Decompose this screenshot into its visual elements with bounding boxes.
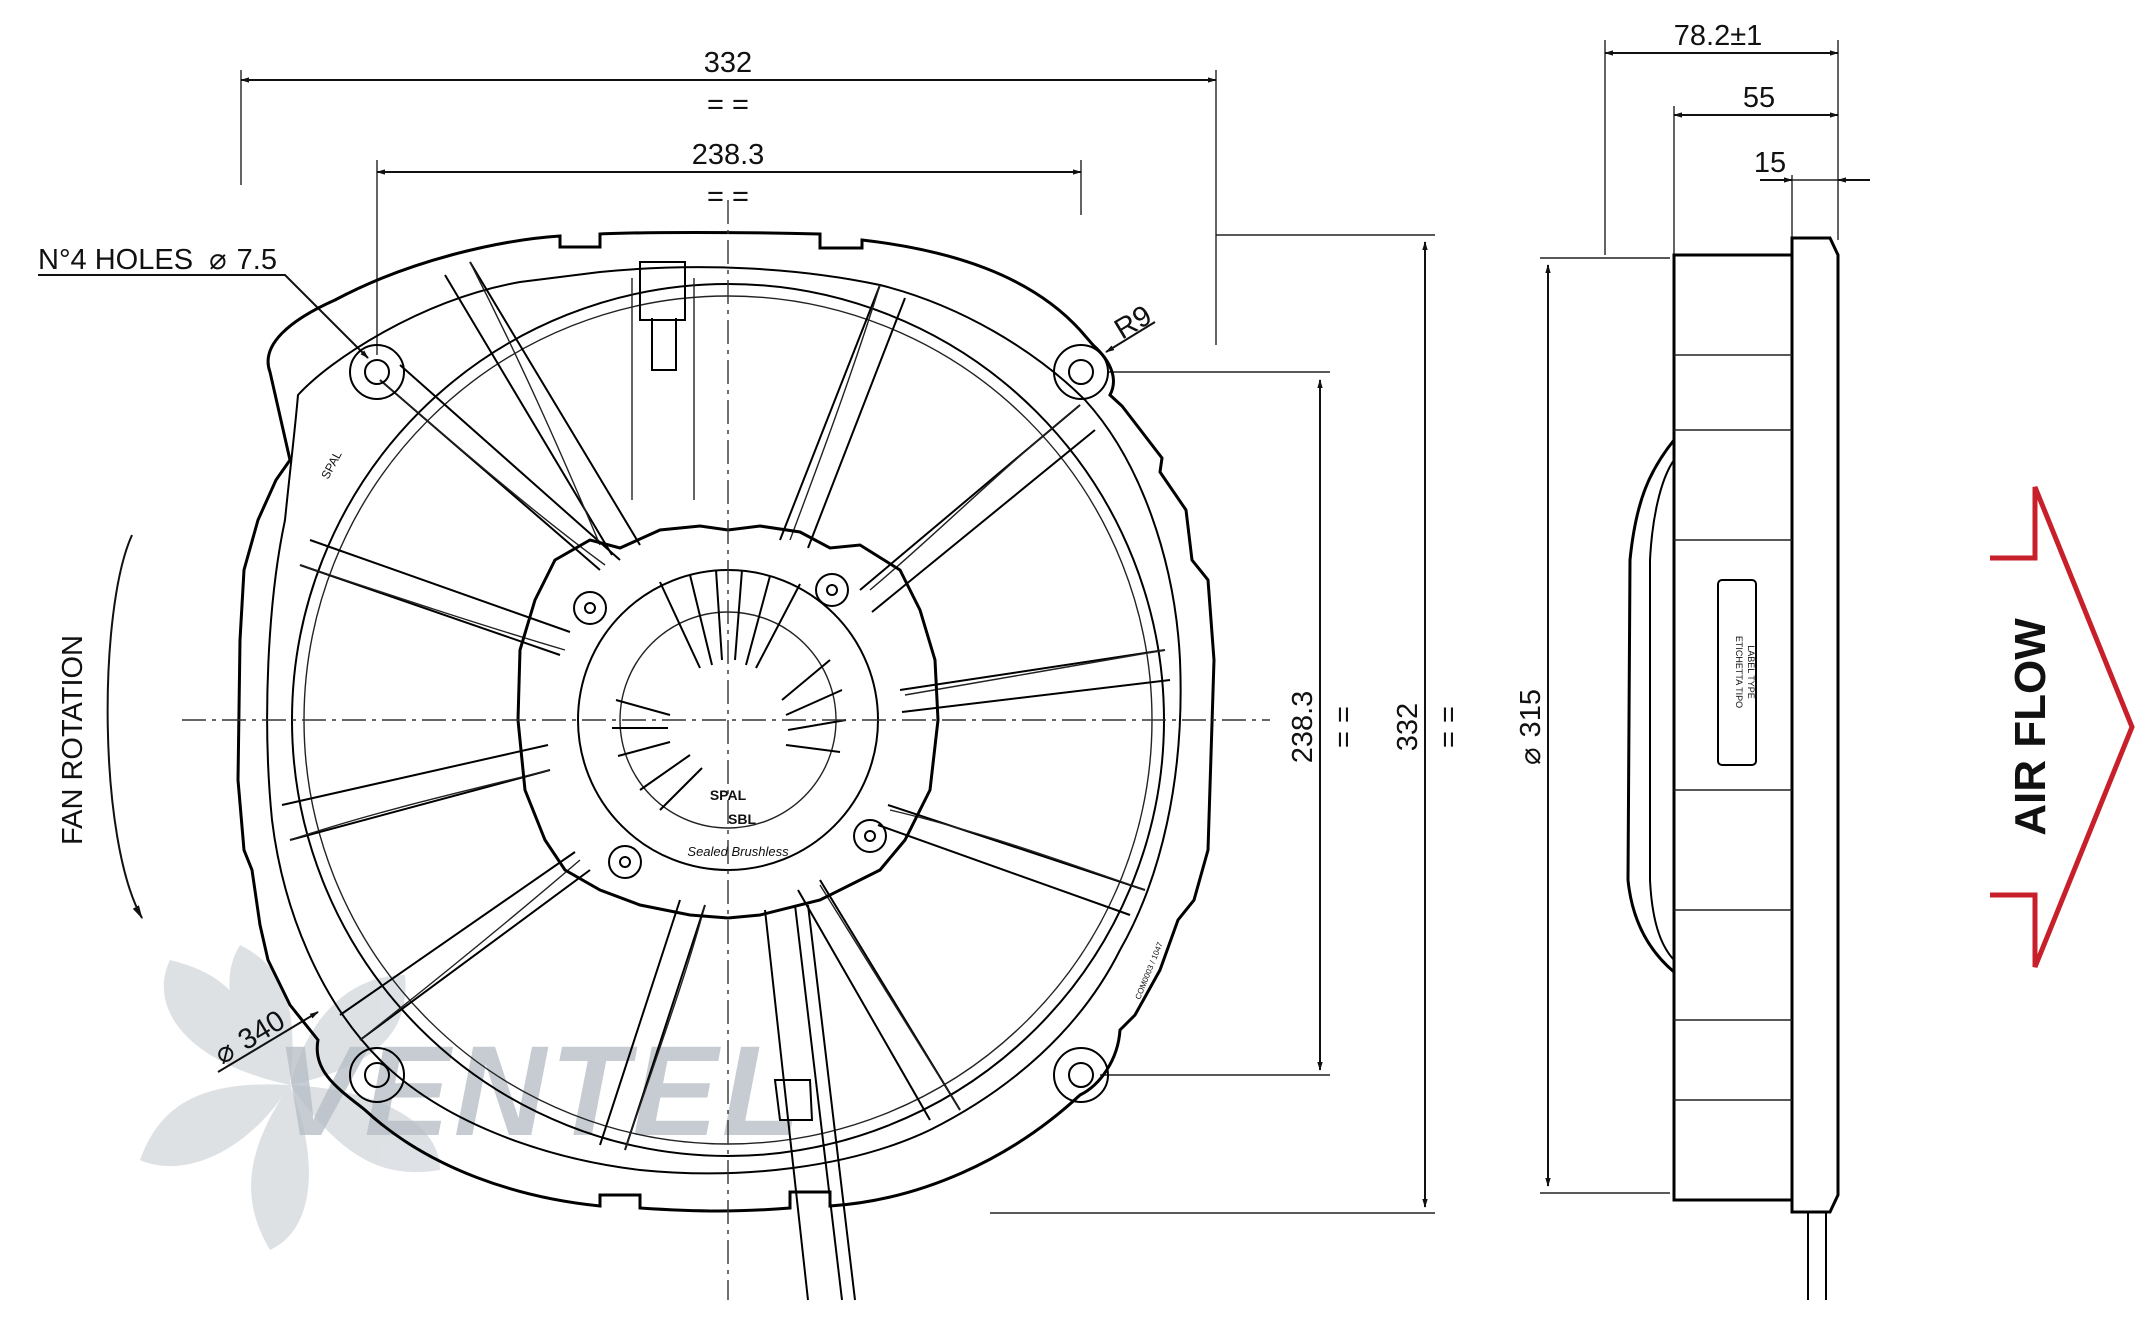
overall-width-symmetry: = =	[707, 89, 749, 121]
mounting-hole-top-left	[349, 344, 405, 400]
fan-frame-outline	[236, 231, 1216, 1213]
fan-front-view: SPAL SBL Sealed Brushless SPAL COM0003 /…	[182, 200, 1270, 1301]
hub-screws	[573, 573, 887, 879]
air-flow-label: AIR FLOW	[2006, 618, 2055, 836]
top-clip	[631, 261, 695, 500]
mounting-hole-top-right	[1053, 344, 1109, 400]
hub-model-text: SBL	[728, 811, 756, 827]
total-depth-value: 78.2±1	[1674, 20, 1763, 52]
holes-count-label: N°4 HOLES	[38, 244, 193, 276]
air-flow-arrow	[1990, 486, 2135, 968]
side-motor-bulge	[1626, 439, 1676, 974]
hub-tagline-text: Sealed Brushless	[687, 844, 789, 859]
hub-brand-text: SPAL	[710, 787, 747, 803]
bolt-circle-leader	[217, 1011, 319, 1073]
fan-rotation-label: FAN ROTATION	[57, 635, 89, 845]
label-type-english: LABEL TYPE	[1746, 645, 1756, 699]
side-cable	[1807, 1212, 1827, 1300]
body-depth-value: 55	[1743, 82, 1775, 114]
overall-height-symmetry: = =	[1433, 706, 1465, 748]
side-shroud-body	[1672, 253, 1794, 1202]
fan-side-view: 78.2±1 55 15 ⌀ 315 ETICHETTA TIPO LABEL …	[1515, 20, 1870, 1300]
corner-radius-value: R9	[1109, 299, 1157, 346]
hub-cooling-fins	[612, 569, 847, 811]
hole-spacing-width-value: 238.3	[692, 139, 765, 171]
fan-diameter-value: 315	[1515, 689, 1547, 737]
mounting-hole-bottom-left	[349, 1047, 405, 1103]
fan-diameter-label: ⌀ 315	[1515, 689, 1547, 765]
side-flange	[1790, 236, 1840, 1214]
overall-height-value: 332	[1392, 703, 1424, 751]
mounting-hole-bottom-right	[1053, 1047, 1109, 1103]
side-ribs	[1674, 354, 1792, 1101]
hole-spacing-height-symmetry: = =	[1328, 706, 1360, 748]
power-cable	[764, 904, 856, 1301]
diameter-symbol: ⌀	[209, 244, 226, 276]
diameter-symbol: ⌀	[1515, 747, 1547, 764]
holes-leader-line	[38, 274, 369, 359]
hole-spacing-height-value: 238.3	[1287, 691, 1319, 764]
label-type-italian: ETICHETTA TIPO	[1734, 636, 1744, 708]
flange-depth-value: 15	[1754, 147, 1786, 179]
fan-frame-inner-rim	[266, 266, 1182, 1175]
air-flow-indicator: AIR FLOW	[1990, 486, 2135, 968]
mounting-holes	[349, 344, 1109, 1103]
holes-diameter-value: 7.5	[237, 244, 277, 276]
motor-hub: SPAL SBL Sealed Brushless	[516, 524, 940, 920]
corner-radius-leader	[1105, 321, 1156, 353]
watermark-logo: VENTEL	[140, 945, 804, 1250]
overall-width-value: 332	[704, 47, 752, 79]
frame-brand-text: SPAL	[318, 448, 345, 481]
label-type-box	[1717, 579, 1757, 766]
watermark-text: VENTEL	[275, 1020, 804, 1163]
holes-label: N°4 HOLES ⌀ 7.5	[38, 244, 277, 276]
fan-blades	[281, 261, 1171, 1151]
fan-blade-edges	[289, 261, 1166, 1151]
fan-rotation-arrow	[106, 534, 143, 920]
